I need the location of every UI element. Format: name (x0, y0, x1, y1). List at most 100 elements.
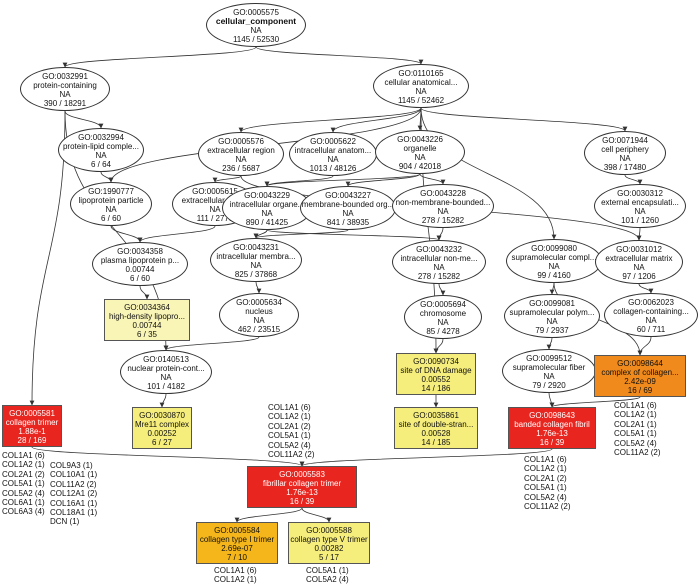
go-node-supramolecular-complex[interactable]: GO:0099080 supramolecular compl... NA 99… (506, 239, 602, 283)
edge-n43232-n5694 (438, 283, 446, 296)
gene-entry: COL11A2 (2) (50, 479, 97, 489)
node-term: extracellular space (181, 196, 249, 205)
go-node-non-membrane-bounded[interactable]: GO:0043228 non-membrane-bounded... NA 27… (392, 184, 494, 228)
go-node-fibrillar-collagen-trimer[interactable]: GO:0005583 fibrillar collagen trimer 1.7… (247, 466, 357, 508)
edge-n43231-n5634 (255, 281, 262, 294)
node-term: Mre11 complex (134, 420, 190, 429)
node-count: 16 / 39 (539, 438, 565, 447)
go-node-protein-containing[interactable]: GO:0032991 protein-containing NA 390 / 1… (20, 67, 110, 111)
node-term: protein-containing (33, 81, 97, 90)
go-node-supramolecular-polymer[interactable]: GO:0099081 supramolecular polym... NA 79… (504, 294, 600, 338)
gene-list-collagen-type-i: COL1A1 (6) COL1A2 (1) (214, 566, 257, 585)
node-pvalue: NA (548, 262, 560, 271)
go-node-intracellular-anatomical[interactable]: GO:0005622 intracellular anatom... NA 10… (289, 132, 377, 176)
gene-entry: COL5A2 (4) (614, 438, 657, 448)
edge-n5583-n5588 (301, 507, 332, 523)
go-node-protein-lipid-complex[interactable]: GO:0032994 protein-lipid comple... NA 6 … (58, 128, 144, 172)
go-node-nucleus[interactable]: GO:0005634 nucleus NA 462 / 23515 (219, 293, 299, 337)
go-node-complex-of-collagen-trimers[interactable]: GO:0098644 complex of collagen... 2.42e-… (594, 355, 686, 397)
go-node-external-encapsulating[interactable]: GO:0030312 external encapsulati... NA 10… (594, 184, 686, 228)
node-id: GO:0030870 (139, 411, 185, 420)
node-count: 101 / 1260 (621, 216, 659, 225)
node-id: GO:0098643 (529, 411, 575, 420)
node-pvalue: NA (327, 155, 339, 164)
node-count: 890 / 41425 (245, 218, 289, 227)
go-node-site-of-dna-damage[interactable]: GO:0090734 site of DNA damage 0.00552 14… (396, 353, 476, 395)
gene-entry: COL10A1 (1) (50, 470, 98, 480)
go-node-plasma-lipoprotein[interactable]: GO:0034358 plasma lipoprotein p... 0.007… (92, 242, 188, 286)
go-node-organelle[interactable]: GO:0043226 organelle NA 904 / 42018 (375, 130, 465, 174)
go-node-site-of-double-strand-break[interactable]: GO:0035861 site of double-stran... 0.005… (394, 407, 478, 449)
node-count: 462 / 23515 (237, 325, 281, 334)
edge-n43226-n43229 (264, 173, 421, 187)
node-term: site of double-stran... (398, 420, 474, 429)
go-node-membrane-bounded-organelle[interactable]: GO:0043227 membrane-bounded org... NA 84… (300, 186, 396, 230)
go-node-mre11-complex[interactable]: GO:0030870 Mre11 complex 0.00252 6 / 27 (132, 407, 192, 449)
gene-entry: COL5A2 (4) (2, 488, 45, 498)
gene-list-fibrillar-collagen-trimer: COL1A1 (6) COL1A2 (1) COL2A1 (2) COL5A1 … (268, 403, 315, 459)
edge-n71944-n30312 (624, 174, 643, 185)
node-term: supramolecular fiber (512, 363, 586, 372)
go-node-lipoprotein-particle[interactable]: GO:1990777 lipoprotein particle NA 6 / 6… (70, 182, 152, 226)
edge-n98643-n5583 (299, 448, 553, 467)
node-term: intracellular organe... (229, 200, 305, 209)
node-id: GO:0005588 (306, 526, 352, 535)
go-node-collagen-trimer[interactable]: GO:0005581 collagen trimer 1.88e-1 28 / … (2, 405, 62, 447)
gene-list-complex-of-collagen: COL1A1 (6) COL1A2 (1) COL2A1 (1) COL5A1 … (614, 401, 661, 457)
gene-entry: COL12A1 (2) (50, 489, 98, 499)
gene-entry: COL5A2 (4) (306, 575, 349, 585)
node-pvalue: NA (59, 90, 71, 99)
node-count: 236 / 5687 (222, 164, 260, 173)
edge-n31012-n62023 (638, 283, 654, 294)
gene-list-collagen-trimer-1: COL1A1 (6) COL1A2 (1) COL2A1 (2) COL5A1 … (2, 451, 45, 517)
go-node-high-density-lipoprotein[interactable]: GO:0034364 high-density lipopro... 0.007… (104, 299, 190, 341)
node-term: intracellular non-me... (400, 254, 478, 263)
edge-n30312-n31012 (636, 227, 642, 241)
go-node-cellular-component[interactable]: GO:0005575 cellular_component NA 1145 / … (206, 3, 306, 47)
edge-n32991-n32994 (64, 110, 104, 129)
gene-entry: COL5A1 (1) (524, 483, 567, 493)
go-node-banded-collagen-fibril[interactable]: GO:0098643 banded collagen fibril 1.76e-… (508, 407, 596, 449)
node-pvalue: NA (645, 316, 657, 325)
node-pvalue: NA (543, 372, 555, 381)
node-id: GO:0005634 (236, 298, 282, 307)
go-node-extracellular-region[interactable]: GO:0005576 extracellular region NA 236 /… (198, 132, 284, 176)
go-node-intracellular-organelle[interactable]: GO:0043229 intracellular organe... NA 89… (222, 186, 312, 230)
gene-list-banded-collagen-fibril: COL1A1 (6) COL1A2 (1) COL2A1 (2) COL5A1 … (524, 455, 571, 511)
gene-entry: COL6A3 (4) (2, 507, 45, 517)
node-id: GO:0005622 (310, 137, 356, 146)
edge-n1990777-n34358 (110, 225, 143, 243)
edge-n99081-n99512 (546, 337, 553, 350)
go-node-collagen-type-v-trimer[interactable]: GO:0005588 collagen type V trimer 0.0028… (288, 522, 370, 564)
go-node-chromosome[interactable]: GO:0005694 chromosome NA 85 / 4278 (404, 295, 482, 339)
node-term: collagen-containing... (613, 307, 689, 316)
go-node-intracellular-non-membrane[interactable]: GO:0043232 intracellular non-me... NA 27… (392, 240, 486, 284)
go-node-extracellular-matrix[interactable]: GO:0031012 extracellular matrix NA 97 / … (595, 240, 683, 284)
edge-n32994-n1990777 (100, 171, 114, 183)
go-node-collagen-type-i-trimer[interactable]: GO:0005584 collagen type I trimer 2.69e-… (196, 522, 278, 564)
node-id: GO:0005584 (214, 526, 260, 535)
gene-entry: COL5A1 (1) (268, 431, 311, 441)
go-node-intracellular-membrane-bounded[interactable]: GO:0043231 intracellular membra... NA 82… (210, 238, 302, 282)
go-node-collagen-containing[interactable]: GO:0062023 collagen-containing... NA 60 … (604, 293, 698, 337)
node-term: membrane-bounded org... (301, 200, 395, 209)
node-count: 14 / 185 (421, 438, 451, 447)
edge-n43228-n43232 (436, 227, 444, 241)
gene-entry: COL2A1 (1) (614, 419, 657, 429)
node-pvalue: NA (342, 209, 354, 218)
gene-entry: COL18A1 (1) (50, 508, 98, 518)
node-pvalue: NA (250, 26, 262, 35)
go-node-cell-periphery[interactable]: GO:0071944 cell periphery NA 398 / 17480 (584, 131, 666, 175)
node-id: GO:0005583 (279, 470, 325, 479)
edge-n43227-n43231 (253, 229, 349, 239)
edge-n32991-n5581 (29, 110, 66, 406)
node-pvalue: 1.76e-13 (536, 429, 568, 438)
go-node-nuclear-protein-containing[interactable]: GO:0140513 nuclear protein-cont... NA 10… (120, 350, 212, 394)
node-pvalue: 1.88e-1 (18, 427, 46, 436)
gene-entry: COL5A1 (1) (614, 429, 657, 439)
node-term: protein-lipid comple... (62, 142, 140, 151)
node-term: collagen trimer (5, 418, 59, 427)
go-node-cellular-anatomical[interactable]: GO:0110165 cellular anatomical... NA 114… (373, 64, 469, 108)
node-id: GO:0071944 (602, 136, 648, 145)
go-node-supramolecular-fiber[interactable]: GO:0099512 supramolecular fiber NA 79 / … (502, 349, 596, 393)
